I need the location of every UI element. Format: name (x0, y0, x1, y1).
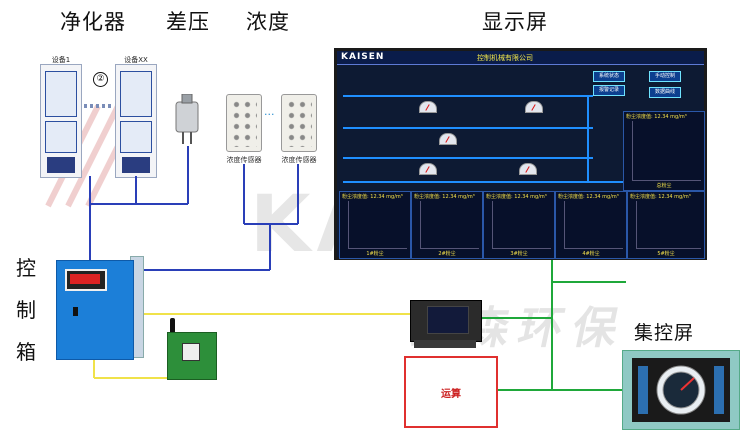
control-box-title-2: 制 (16, 298, 37, 322)
purifier-left-base (47, 157, 75, 173)
monitor-trend-panel-3-x-axis (492, 248, 551, 249)
monitor-top-trend-panel: 粉尘浓度值: 12.34 mg/m³ 总粉尘 (623, 111, 705, 191)
concentration-sensor-2-label: 浓度传感器 (281, 156, 317, 164)
purifier-left-panel-bottom (45, 121, 77, 153)
monitor-trend-panel-3-footer: 3#粉尘 (510, 251, 528, 257)
monitor-trend-panel-4: 粉尘浓度值: 12.34 mg/m³ 4#粉尘 (555, 191, 627, 259)
monitor-button-alarm[interactable]: 报警记录 (593, 85, 625, 96)
monitor-button-manual[interactable]: 手动控制 (649, 71, 681, 82)
compute-label: 运算 (441, 389, 461, 400)
concentration-sensor-1: 浓度传感器 (226, 94, 262, 164)
monitor-top-trend-y-axis (632, 121, 633, 181)
monitor-trend-panel-5: 粉尘浓度值: 12.34 mg/m³ 5#粉尘 (627, 191, 705, 259)
monitor-button-status[interactable]: 系统状态 (593, 71, 625, 82)
monitor-top-trend-x-axis (632, 180, 701, 181)
monitor-trend-panel-2: 粉尘浓度值: 12.34 mg/m³ 2#粉尘 (411, 191, 483, 259)
purifier-left-label: 设备1 (51, 56, 71, 64)
monitor-trend-panel-2-header: 粉尘浓度值: 12.34 mg/m³ (414, 194, 475, 200)
monitor-trend-panel-4-x-axis (564, 248, 623, 249)
monitor-header: KAISEN 控制机械有限公司 (337, 51, 704, 65)
monitor-trend-panel-4-y-axis (564, 201, 565, 249)
industrial-pc-base (414, 340, 476, 348)
monitor-logo: KAISEN (341, 52, 385, 62)
monitor-trend-panel-3: 粉尘浓度值: 12.34 mg/m³ 3#粉尘 (483, 191, 555, 259)
monitor-gauge-3 (439, 133, 457, 145)
monitor-trend-panel-1-header: 粉尘浓度值: 12.34 mg/m³ (342, 194, 403, 200)
gateway-chip (182, 343, 200, 361)
monitor-trend-panel-4-header: 粉尘浓度值: 12.34 mg/m³ (558, 194, 619, 200)
monitor-gauge-1 (419, 101, 437, 113)
diff-pressure-sensor (174, 93, 200, 144)
monitor-button-curve[interactable]: 数据曲线 (649, 87, 681, 98)
concentration-sensor-2: 浓度传感器 (281, 94, 317, 164)
monitor-pipe-main-1 (343, 95, 593, 97)
monitor-trend-panel-1: 粉尘浓度值: 12.34 mg/m³ 1#粉尘 (339, 191, 411, 259)
monitor-top-trend-header: 粉尘浓度值: 12.34 mg/m³ (626, 114, 687, 120)
monitor-gauge-2 (525, 101, 543, 113)
control-box-title-3: 箱 (16, 340, 37, 364)
purifier-connection-dots (84, 104, 114, 108)
sensor-ellipsis: ··· (264, 108, 275, 121)
control-box-lock-icon (73, 307, 78, 316)
monitor-pipe-main-3 (343, 157, 593, 159)
monitor-trend-panel-2-footer: 2#粉尘 (438, 251, 456, 257)
monitor-trend-panel-3-header: 粉尘浓度值: 12.34 mg/m³ (486, 194, 547, 200)
monitor-trend-panel-2-x-axis (420, 248, 479, 249)
purifier-right-label: 设备XX (124, 56, 148, 64)
purifier-cabinet-left: 设备1 (40, 56, 82, 178)
concentration-sensor-2-grid (286, 99, 312, 147)
control-box-title-1: 控 (16, 256, 37, 280)
purifier-title: 净化器 (60, 10, 126, 34)
monitor-top-trend-footer: 总粉尘 (656, 183, 672, 189)
control-box-display-screen (70, 274, 100, 284)
monitor-trend-panel-5-footer: 5#粉尘 (657, 251, 675, 257)
control-box (56, 260, 134, 360)
monitor-trend-panel-1-y-axis (348, 201, 349, 249)
monitor-trend-panel-3-y-axis (492, 201, 493, 249)
monitor-trend-panel-1-x-axis (348, 248, 407, 249)
monitor-trend-panel-1-footer: 1#粉尘 (366, 251, 384, 257)
concentration-title: 浓度 (246, 10, 290, 34)
control-box-display (65, 269, 107, 291)
monitor-trend-panel-5-x-axis (636, 248, 701, 249)
monitor-pipe-vertical (587, 95, 589, 183)
diff-pressure-sensor-svg (175, 93, 199, 144)
monitor-title: 控制机械有限公司 (477, 54, 533, 62)
purifier-left-panel-top (45, 71, 77, 117)
monitor-gauge-4 (419, 163, 437, 175)
purifier-right-panel-top (120, 71, 152, 117)
monitor-gauge-5 (519, 163, 537, 175)
central-control-screen (622, 350, 740, 430)
purifier-right-base (122, 157, 150, 173)
central-screen-title: 集控屏 (634, 322, 695, 344)
central-control-screen-display (632, 358, 730, 422)
antenna-icon (170, 318, 175, 338)
central-screen-gauge-svg (638, 365, 724, 415)
monitor-pipe-main-4 (343, 181, 623, 183)
purifier-right-panel-bottom (120, 121, 152, 153)
monitor-trend-panel-2-y-axis (420, 201, 421, 249)
industrial-pc (410, 300, 482, 342)
industrial-pc-screen (427, 306, 469, 334)
monitor-trend-panel-5-header: 粉尘浓度值: 12.34 mg/m³ (630, 194, 691, 200)
monitor-trend-panel-4-footer: 4#粉尘 (582, 251, 600, 257)
display-monitor: KAISEN 控制机械有限公司 系统状态 报警记录 手动控制 数据曲线 粉尘浓度… (334, 48, 707, 260)
display-screen-title: 显示屏 (482, 10, 548, 34)
diff-pressure-title: 差压 (166, 10, 210, 34)
concentration-sensor-1-label: 浓度传感器 (226, 156, 262, 164)
concentration-sensor-1-grid (231, 99, 257, 147)
compute-box: 运算 (404, 356, 498, 428)
gateway-board (167, 332, 217, 380)
monitor-trend-panel-5-y-axis (636, 201, 637, 249)
purifier-marker: ② (93, 72, 108, 87)
monitor-pipe-main-2 (343, 127, 593, 129)
